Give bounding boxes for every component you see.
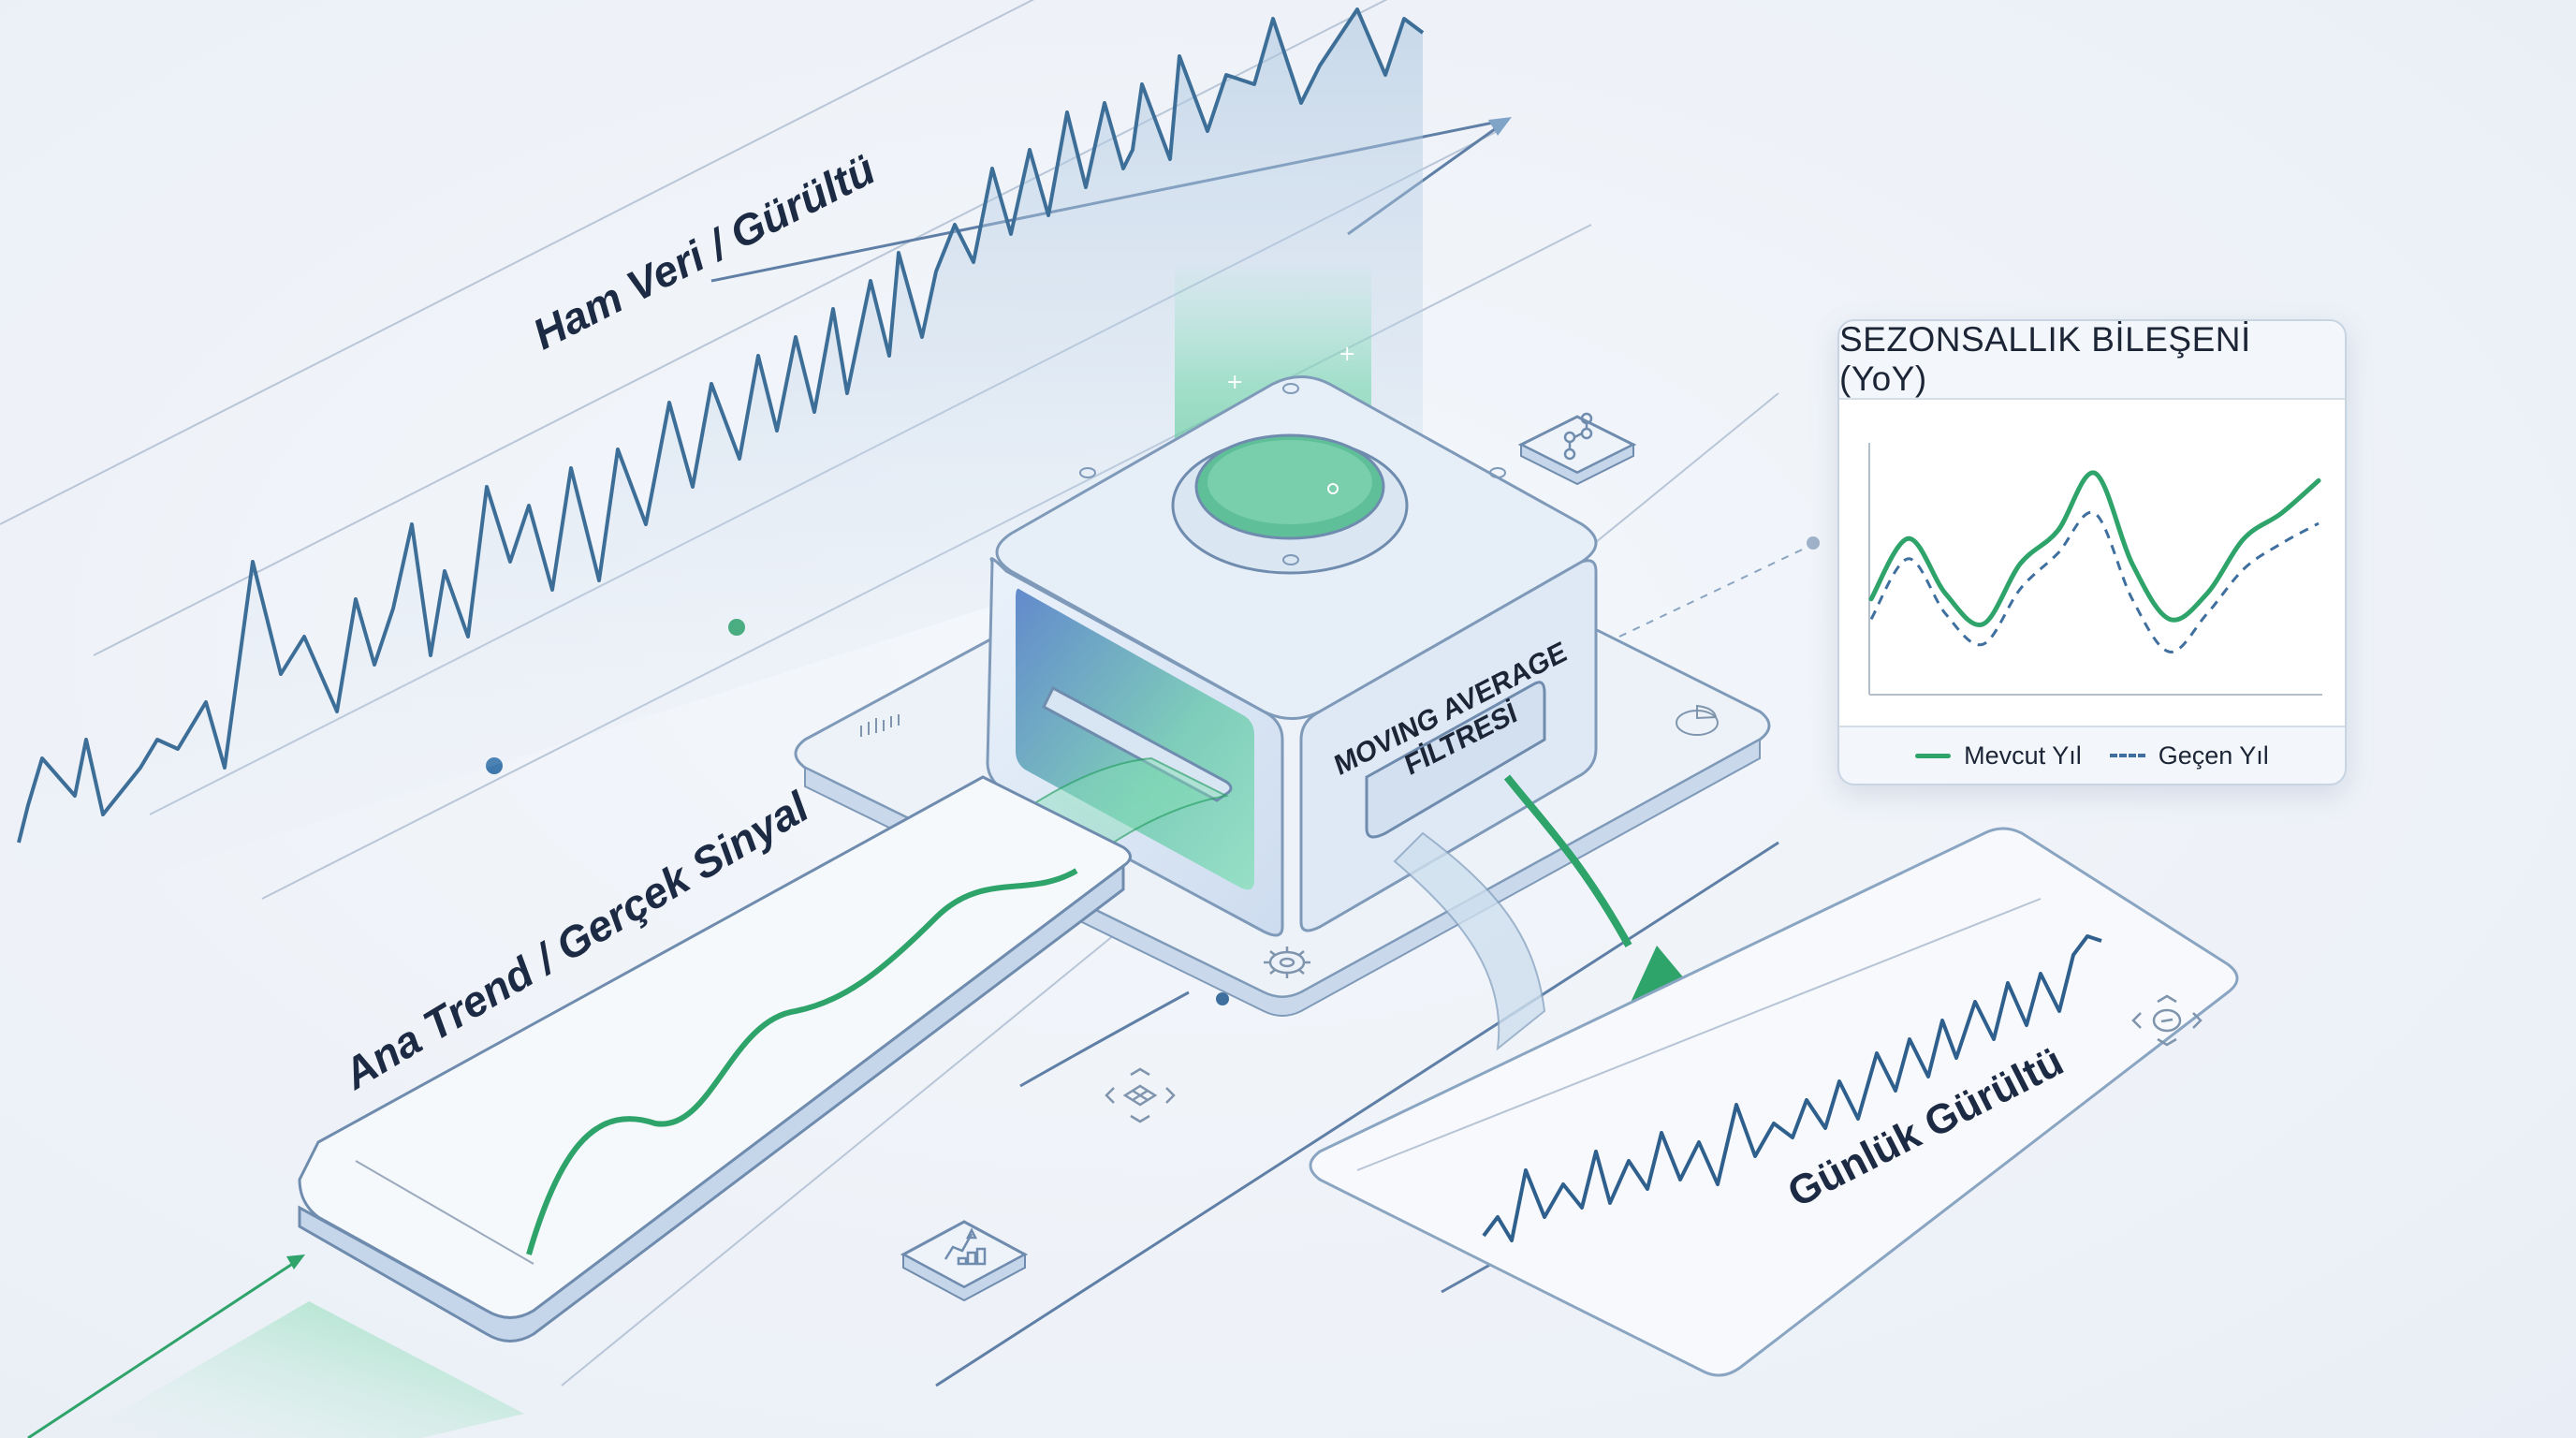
floor-glow (75, 1301, 524, 1438)
legend-solid-line-icon (1915, 753, 1952, 758)
input-arrow-icon (27, 1255, 305, 1438)
connector-node (1216, 992, 1229, 1005)
connector-node (1807, 536, 1820, 550)
sparkles: + + (1226, 343, 1355, 394)
noise-ribbon (1393, 831, 1546, 1051)
legend-label: Mevcut Yıl (1964, 741, 2082, 770)
moving-average-filter-cube[interactable] (986, 375, 1598, 937)
focus-grid-icon (1105, 1067, 1176, 1123)
output-port (1365, 681, 1546, 839)
growth-chart-icon[interactable] (900, 1220, 1029, 1302)
chart-title: SEZONSALLIK BİLEŞENİ (YoY) (1839, 321, 2345, 400)
series-current-year (1868, 470, 2321, 627)
seasonality-chart (1868, 443, 2322, 696)
legend-label: Geçen Yıl (2158, 741, 2269, 770)
trend-panel (298, 775, 1132, 1343)
bar-chart-icon (860, 714, 900, 737)
legend-item-previous: Geçen Yıl (2109, 741, 2269, 770)
input-slot (1042, 685, 1233, 802)
network-nodes-icon[interactable] (1517, 412, 1637, 486)
svg-text:+: + (1339, 343, 1355, 366)
trend-line (526, 868, 1078, 1255)
svg-text:+: + (1226, 371, 1243, 394)
daily-noise-panel (1309, 827, 2239, 1377)
focus-target-icon (2131, 994, 2203, 1047)
legend-item-current: Mevcut Yıl (1915, 741, 2082, 770)
pie-chart-icon (1676, 704, 1719, 736)
chart-plot-area (1839, 400, 2345, 726)
chart-legend: Mevcut Yıl Geçen Yıl (1839, 726, 2345, 784)
raw-noise-chart (17, 7, 1425, 917)
dashed-connector (1618, 542, 1817, 638)
gear-icon (1264, 946, 1310, 978)
series-previous-year (1869, 510, 2320, 653)
seasonality-chart-panel: SEZONSALLIK BİLEŞENİ (YoY) Mevcut Yıl Ge… (1837, 319, 2347, 785)
legend-dashed-line-icon (2109, 754, 2145, 757)
